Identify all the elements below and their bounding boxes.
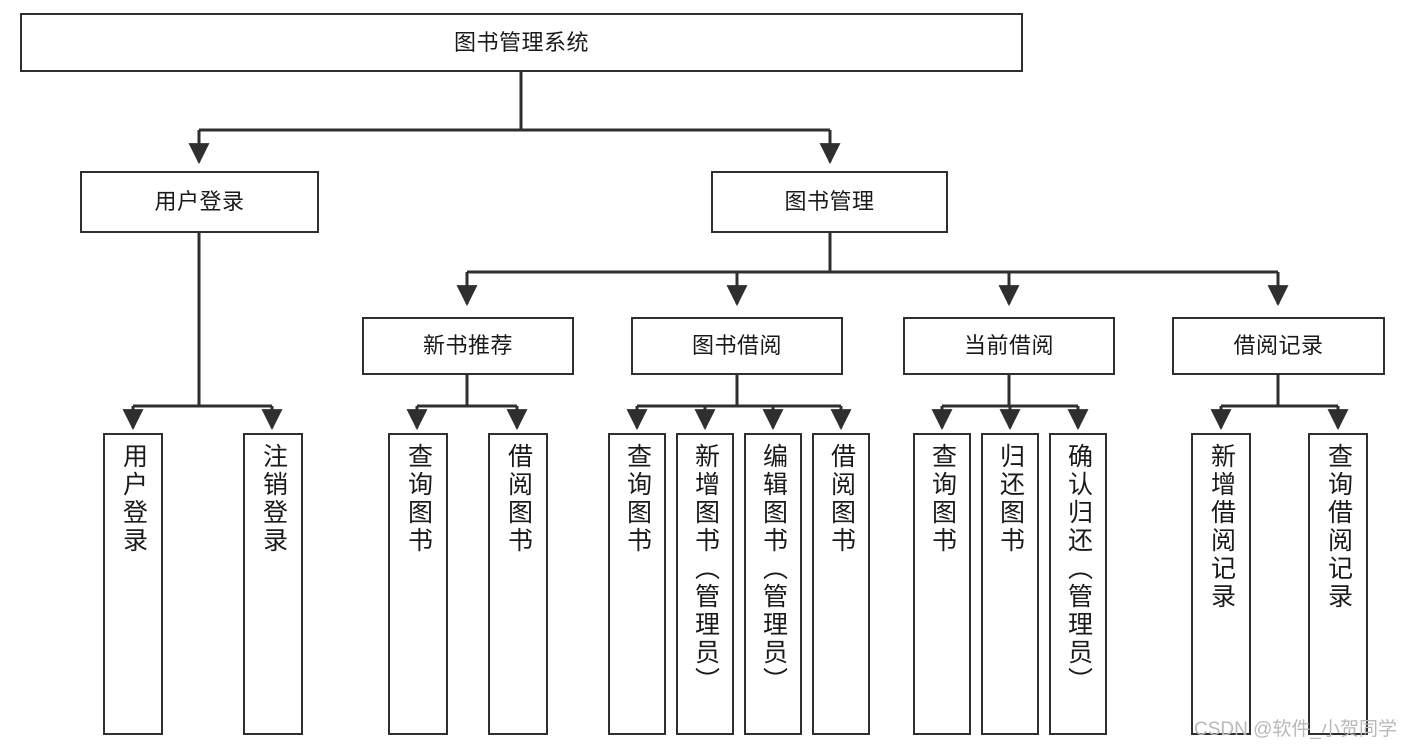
node-book-management[interactable]: 图书管理 <box>711 171 948 233</box>
node-label: 查询图书 <box>928 443 957 555</box>
node-label: 查询图书 <box>623 443 652 555</box>
node-label: 查询借阅记录 <box>1324 443 1353 611</box>
leaf-current-confirm-return[interactable]: 确认归还（管理员） <box>1049 433 1107 735</box>
leaf-borrow-edit-book[interactable]: 编辑图书（管理员） <box>744 433 802 735</box>
node-label: 新增借阅记录 <box>1207 443 1236 611</box>
node-label: 确认归还（管理员） <box>1064 443 1093 695</box>
node-label: 借阅记录 <box>1233 333 1324 359</box>
node-label: 借阅图书 <box>504 443 533 555</box>
node-label: 编辑图书（管理员） <box>759 443 788 695</box>
leaf-record-add-record[interactable]: 新增借阅记录 <box>1191 433 1251 735</box>
leaf-borrow-add-book[interactable]: 新增图书（管理员） <box>676 433 734 735</box>
leaf-recommend-query-book[interactable]: 查询图书 <box>388 433 448 735</box>
node-label: 新增图书（管理员） <box>691 443 720 695</box>
leaf-current-query-book[interactable]: 查询图书 <box>913 433 971 735</box>
node-label: 归还图书 <box>996 443 1025 555</box>
node-label: 图书管理系统 <box>453 29 589 55</box>
node-label: 图书借阅 <box>691 333 782 359</box>
watermark: CSDN @软件_小贺同学 <box>1194 719 1397 740</box>
leaf-borrow-query-book[interactable]: 查询图书 <box>608 433 666 735</box>
leaf-record-query-record[interactable]: 查询借阅记录 <box>1308 433 1368 735</box>
node-borrow-record[interactable]: 借阅记录 <box>1172 317 1385 375</box>
leaf-recommend-borrow-book[interactable]: 借阅图书 <box>488 433 548 735</box>
node-label: 查询图书 <box>404 443 433 555</box>
node-root-system[interactable]: 图书管理系统 <box>20 13 1023 72</box>
leaf-user-login-login[interactable]: 用户登录 <box>103 433 163 735</box>
node-label: 用户登录 <box>119 443 148 555</box>
node-label: 图书管理 <box>784 189 875 215</box>
node-current-borrow[interactable]: 当前借阅 <box>903 317 1115 375</box>
node-label: 注销登录 <box>259 443 288 555</box>
leaf-current-return-book[interactable]: 归还图书 <box>981 433 1039 735</box>
leaf-user-login-logout[interactable]: 注销登录 <box>243 433 303 735</box>
node-label: 借阅图书 <box>827 443 856 555</box>
node-label: 用户登录 <box>154 189 245 215</box>
node-new-book-recommend[interactable]: 新书推荐 <box>362 317 574 375</box>
node-label: 新书推荐 <box>422 333 513 359</box>
node-book-borrow[interactable]: 图书借阅 <box>631 317 843 375</box>
leaf-borrow-borrow-book[interactable]: 借阅图书 <box>812 433 870 735</box>
node-label: 当前借阅 <box>963 333 1054 359</box>
node-user-login[interactable]: 用户登录 <box>80 171 319 233</box>
